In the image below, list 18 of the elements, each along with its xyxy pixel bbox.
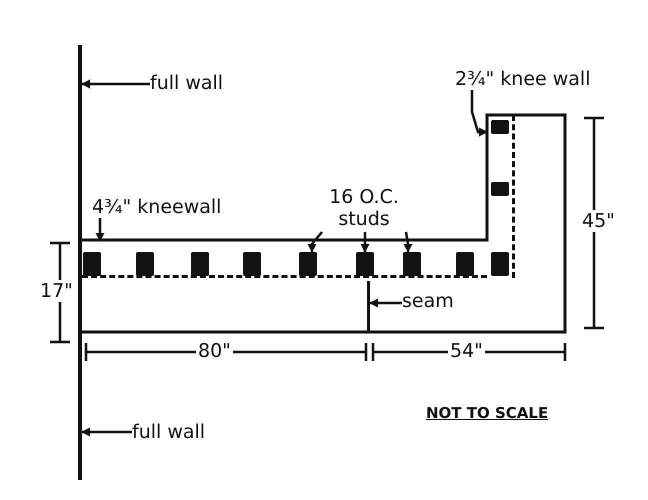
callout-label: 2¾" knee wall <box>455 68 590 90</box>
leader-arrow <box>81 428 132 436</box>
stud-block <box>299 252 317 276</box>
stud-block <box>356 252 374 276</box>
leader-arrow <box>369 298 402 308</box>
leader-arrow <box>470 90 488 136</box>
leader-arrow <box>404 232 412 253</box>
callout-label: full wall <box>132 421 206 443</box>
callout-label: 16 O.C. studs <box>322 186 406 232</box>
stud-block <box>403 252 421 276</box>
leader-arrow <box>360 232 370 253</box>
leader-arrow <box>308 231 323 253</box>
callout-label: seam <box>402 290 454 312</box>
callout-label: 4¾" kneewall <box>92 196 222 218</box>
leader-arrow <box>81 80 150 88</box>
seam-line <box>367 281 370 332</box>
leader-arrow <box>96 218 104 242</box>
callout-label: full wall <box>150 72 224 94</box>
